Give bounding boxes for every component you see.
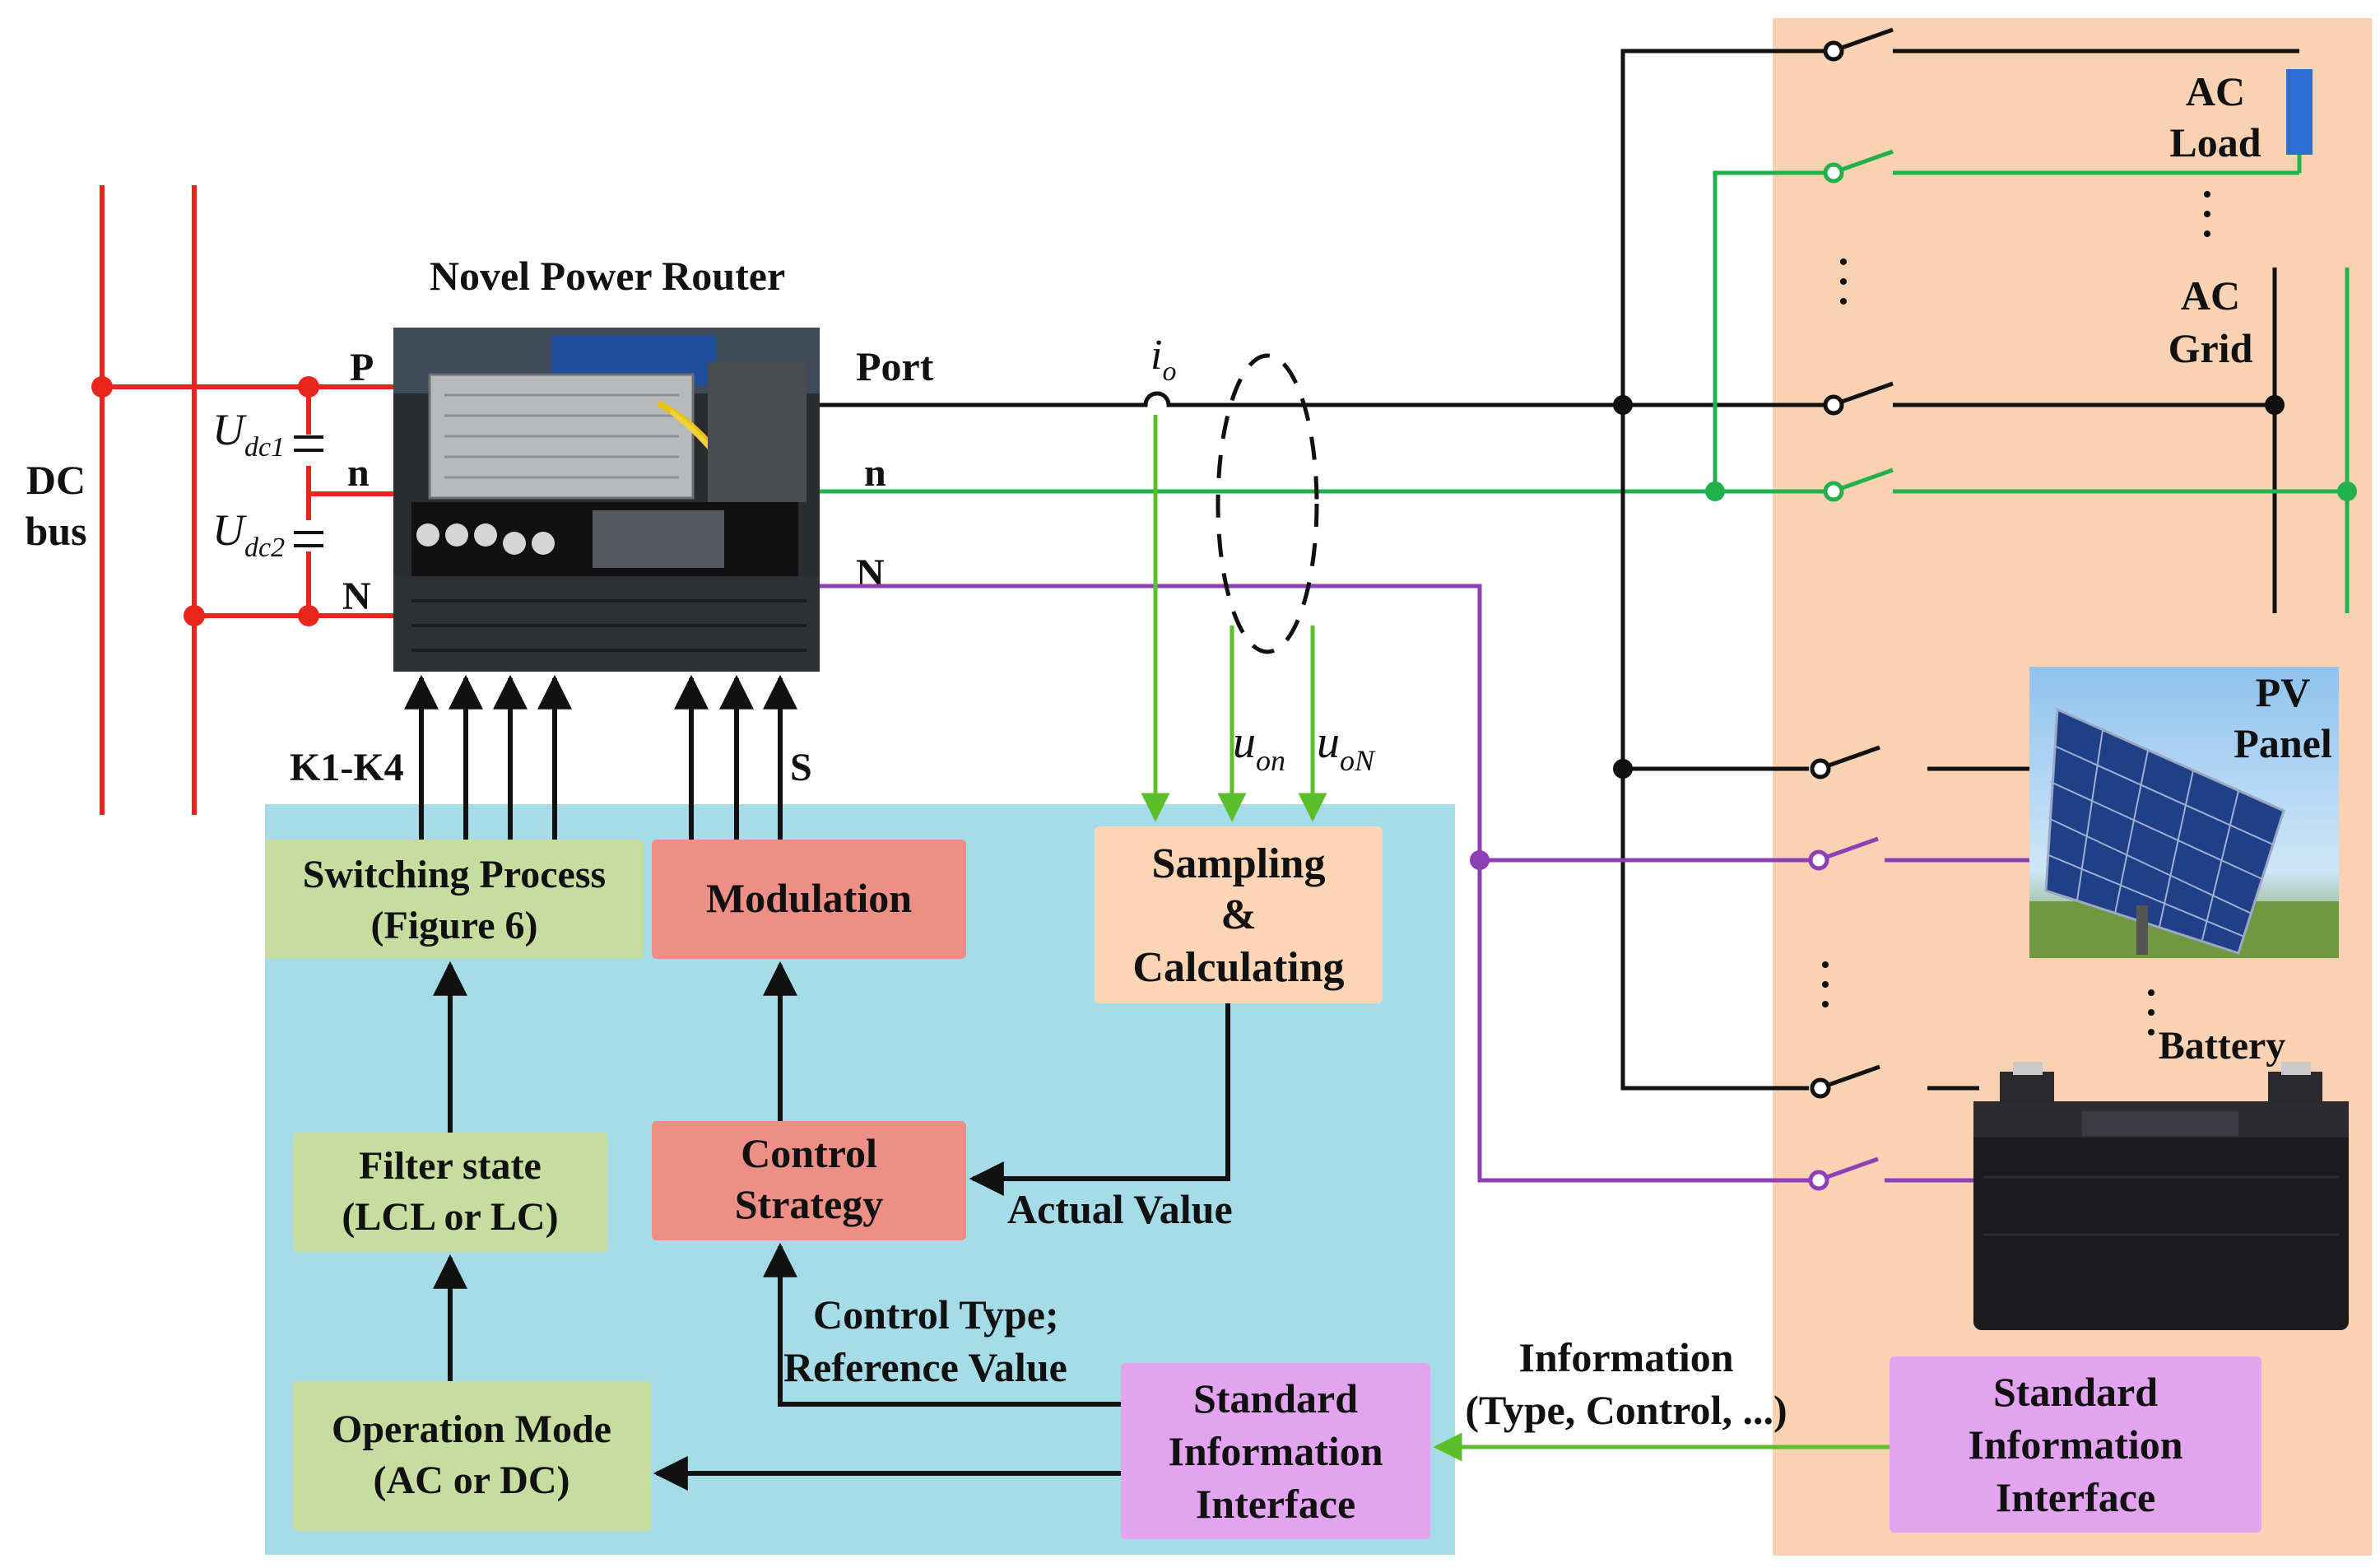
svg-text:(AC or DC): (AC or DC) (373, 1459, 569, 1502)
reference-value-label: Reference Value (783, 1344, 1067, 1390)
control-strategy-block: Control Strategy (652, 1121, 966, 1240)
filter-state-block: Filter state (LCL or LC) (293, 1133, 607, 1252)
pv-label-1: PV (2256, 669, 2311, 715)
s-label: S (790, 746, 812, 789)
switching-process-block: Switching Process (Figure 6) (265, 840, 644, 959)
solar-panel-icon (2029, 667, 2339, 958)
svg-text:Information: Information (1968, 1421, 2182, 1468)
port-label: Port (856, 343, 934, 389)
svg-text:Filter state: Filter state (359, 1144, 542, 1188)
actual-value-label: Actual Value (1007, 1186, 1233, 1232)
green-bus-right (1713, 140, 2350, 613)
svg-text:Switching Process: Switching Process (303, 853, 606, 896)
terminal-n-label: n (347, 451, 370, 495)
terminal-p-label: P (350, 346, 374, 389)
terminal-N-label: N (342, 575, 371, 618)
standard-interface-left-block: Standard Information Interface (1121, 1363, 1430, 1539)
standard-interface-right-block: Standard Information Interface (1890, 1356, 2261, 1533)
svg-text:Standard: Standard (1993, 1369, 2158, 1415)
information-label: Information (1518, 1334, 1733, 1380)
svg-text:Operation Mode: Operation Mode (332, 1407, 611, 1451)
battery-icon (1973, 1062, 2349, 1330)
port-N-label: N (856, 551, 885, 595)
pv-label-2: Panel (2234, 720, 2332, 766)
router-title: Novel Power Router (430, 253, 785, 299)
svg-text:Modulation: Modulation (706, 875, 912, 921)
information-detail-label: (Type, Control, ...) (1465, 1387, 1787, 1433)
port-n-label: n (864, 451, 886, 495)
ac-load-label-2: Load (2169, 119, 2261, 165)
ac-grid-label-2: Grid (2168, 325, 2253, 371)
capacitor-symbols (294, 435, 323, 547)
switch-green (1823, 149, 1894, 502)
svg-text:Calculating: Calculating (1132, 944, 1344, 991)
voltage-probe-loop (1216, 353, 1319, 654)
gate-signal-arrows (404, 674, 797, 840)
svg-text:Control: Control (741, 1130, 877, 1176)
modulation-block: Modulation (652, 840, 966, 959)
io-label: io (1150, 332, 1176, 387)
neutral-wire-purple (820, 584, 1809, 1183)
svg-text:Strategy: Strategy (735, 1181, 884, 1227)
k1-k4-label: K1-K4 (290, 746, 404, 789)
udc2-label: Udc2 (212, 505, 285, 563)
ellipsis-dots (1822, 191, 2210, 1035)
svg-text:Sampling: Sampling (1152, 840, 1326, 887)
svg-text:Standard: Standard (1193, 1375, 1358, 1421)
power-router-photo (393, 328, 820, 672)
switch-purple (1808, 836, 1879, 1191)
svg-text:(Figure 6): (Figure 6) (370, 904, 537, 947)
switch-black (1810, 27, 1894, 1099)
bus-junction-nodes (1470, 395, 2357, 870)
dc-bus-label-1: DC (26, 457, 86, 503)
sense-arrows (1141, 415, 1327, 822)
ac-grid-label-1: AC (2181, 272, 2240, 319)
purple-bus-right (1480, 858, 2029, 1183)
operation-mode-block: Operation Mode (AC or DC) (293, 1381, 651, 1531)
battery-label: Battery (2159, 1024, 2286, 1068)
ac-load-icon (2286, 69, 2313, 155)
dc-bus-label-2: bus (25, 508, 86, 554)
svg-text:Interface: Interface (1196, 1481, 1355, 1527)
phase-wire-black (820, 391, 1825, 407)
svg-text:Information: Information (1168, 1428, 1383, 1474)
svg-text:&: & (1220, 891, 1256, 938)
black-bus-right (1620, 49, 2299, 1091)
dc-bus-nodes (91, 376, 319, 626)
svg-text:Interface: Interface (1996, 1474, 2155, 1520)
uon-label: uon (1233, 717, 1285, 777)
dc-bus-wires (100, 185, 393, 815)
ac-load-label-1: AC (2186, 68, 2245, 114)
control-flow-arrows (433, 961, 1230, 1491)
svg-text:(LCL or LC): (LCL or LC) (342, 1195, 558, 1239)
sampling-block: Sampling & Calculating (1095, 826, 1383, 1003)
udc1-label: Udc1 (212, 405, 285, 463)
uoN-label: uoN (1317, 717, 1376, 777)
control-type-label: Control Type; (813, 1291, 1059, 1338)
